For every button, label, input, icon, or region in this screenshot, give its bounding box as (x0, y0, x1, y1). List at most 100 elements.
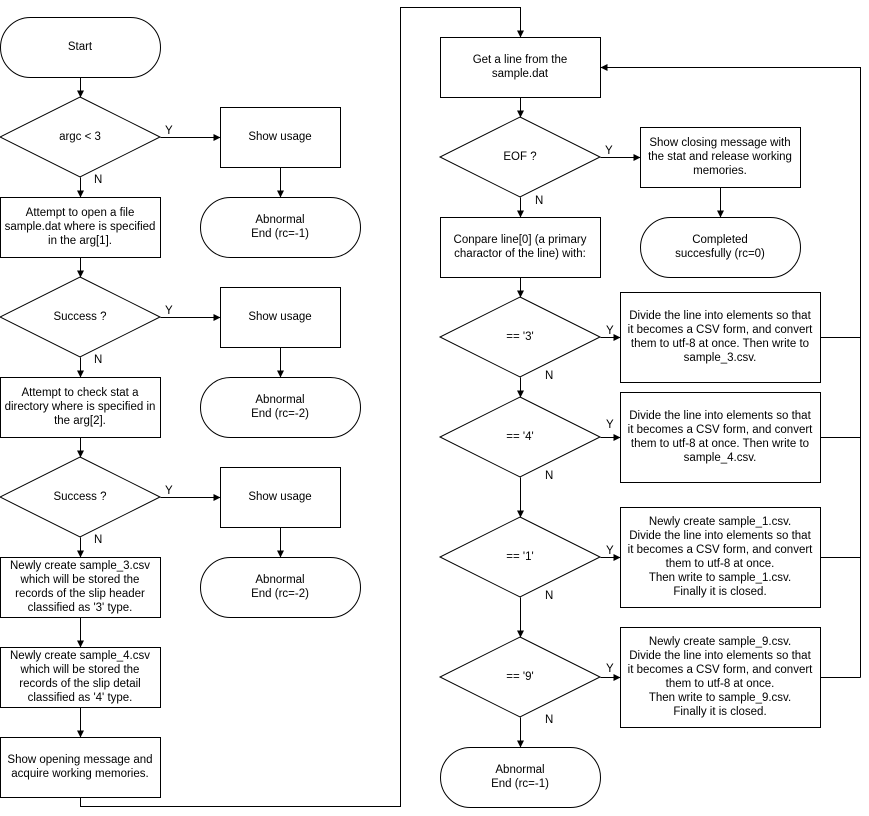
opening-to-getline (80, 7, 524, 807)
start-terminal-shape (0, 17, 161, 78)
decision-argc: argc < 3 (0, 96, 162, 178)
decision-eof: EOF ? (438, 116, 602, 198)
get-line-process-text: Get a line from the (473, 54, 568, 66)
show-usage-box-2-text: Show usage (248, 311, 311, 323)
abnormal-end-terminal-2-text: End (rc=-2) (251, 408, 309, 420)
abnormal-end-terminal-1-text: Abnormal (255, 214, 304, 226)
opening-message-process-text: acquire working memories. (11, 768, 148, 780)
write-sample9-process-shape (620, 627, 821, 728)
no-label-11: N (545, 470, 553, 482)
write-sample4-process-text: Divide the line into elements so that (629, 410, 811, 422)
write-sample1-process-text: it becomes a CSV form, and convert (628, 544, 814, 556)
create-sample4-process-shape (0, 647, 161, 708)
no-label-5: N (94, 534, 102, 546)
abnormal-end-terminal-4-text: End (rc=-1) (491, 778, 549, 790)
write-sample1-process-shape (620, 507, 821, 608)
decision-success-2-text: Success ? (53, 491, 106, 503)
abnormal-end-terminal-4-shape (440, 747, 601, 808)
create-sample3-process-text: classified as '3' type. (28, 602, 133, 614)
create-sample3-process-text: which will be stored the (20, 574, 140, 586)
yes-label-4: Y (165, 485, 173, 497)
get-line-process-text: sample.dat (492, 68, 549, 80)
write-sample1-process-text: them to utf-8 at once. (666, 558, 775, 570)
no-label-13: N (545, 590, 553, 602)
write-sample9-process-text: Finally it is closed. (673, 706, 766, 718)
abnormal-end-terminal-3-text: End (rc=-2) (251, 588, 309, 600)
show-usage-box-3-shape (220, 467, 341, 528)
write-sample9-process-text: Newly create sample_9.csv. (649, 636, 791, 648)
open-file-process-text: sample.dat where is specified (5, 221, 156, 233)
abnormal-end-terminal-3-shape (200, 557, 361, 618)
decision-success-1-shape (0, 276, 162, 358)
show-usage-box-2-shape (220, 287, 341, 348)
abnormal-end-terminal-1-shape (200, 197, 361, 258)
create-sample3-process-text: records of the slip header (15, 588, 145, 600)
write-sample3-process-text: Divide the line into elements so that (629, 310, 811, 322)
completed-terminal-shape (640, 217, 801, 278)
write-sample9-process-text: Divide the line into elements so that (629, 650, 811, 662)
yes-label-12: Y (606, 545, 614, 557)
open-file-process-text: in the arg[1]. (48, 235, 112, 247)
check-directory-process-shape (0, 377, 161, 438)
create-sample3-process-text: Newly create sample_3.csv (10, 560, 150, 572)
decision-eq-3-text: == '3' (506, 331, 533, 343)
no-label-1: N (94, 174, 102, 186)
decision-eq-3-shape (438, 296, 602, 378)
yes-label-10: Y (606, 419, 614, 431)
yes-label-0: Y (165, 125, 173, 137)
open-file-process-shape (0, 197, 161, 258)
closing-message-process-shape (640, 127, 801, 188)
decision-eq-9-text: == '9' (506, 671, 533, 683)
decision-eq-4: == '4' (438, 396, 602, 478)
abnormal-end-terminal-3-text: Abnormal (255, 574, 304, 586)
yes-label-6: Y (605, 145, 613, 157)
closing-message-process-text: the stat and release working (648, 151, 792, 163)
decision-success-2-shape (0, 456, 162, 538)
decision-eq-1-shape (438, 516, 602, 598)
show-usage-box-2: Show usage (220, 287, 341, 348)
decision-eq-3: == '3' (438, 296, 602, 378)
write-sample1-process-text: Newly create sample_1.csv. (649, 516, 791, 528)
write-sample3-process-shape (620, 292, 821, 383)
write-sample4-process-text: it becomes a CSV form, and convert (628, 424, 814, 436)
abnormal-end-terminal-2-shape (200, 377, 361, 438)
open-file-process: Attempt to open a file sample.dat where i… (0, 197, 161, 258)
show-usage-box-3-text: Show usage (248, 491, 311, 503)
decision-success-1: Success ? (0, 276, 162, 358)
abnormal-end-terminal-1-text: End (rc=-1) (251, 228, 309, 240)
write-sample4-process: Divide the line into elements so that it … (620, 392, 821, 483)
write-sample1-process-text: Finally it is closed. (673, 586, 766, 598)
yes-label-8: Y (606, 325, 614, 337)
create-sample4-process-text: which will be stored the (20, 664, 140, 676)
write-sample3-process-text: them to utf-8 at once. Then write to (631, 338, 809, 350)
loop-return-to-getline (600, 64, 861, 678)
abnormal-end-terminal-2-text: Abnormal (255, 394, 304, 406)
write-sample3-process-text: sample_3.csv. (684, 352, 757, 364)
write-sample4-process-text: them to utf-8 at once. Then write to (631, 438, 809, 450)
decision-eq-4-text: == '4' (506, 431, 533, 443)
completed-terminal-text: succesfully (rc=0) (675, 248, 765, 260)
check-directory-process-text: directory where is specified in (5, 401, 156, 413)
start-terminal: Start (0, 17, 161, 78)
decision-eq-1-text: == '1' (506, 551, 533, 563)
write-sample1-process: Newly create sample_1.csv.Divide the lin… (620, 507, 821, 608)
yes-label-2: Y (165, 305, 173, 317)
opening-message-process-shape (0, 737, 161, 798)
check-directory-process-text: the arg[2]. (54, 415, 106, 427)
write-sample9-process: Newly create sample_9.csv. Divide the lin… (620, 627, 821, 728)
open-file-process-text: Attempt to open a file (26, 207, 135, 219)
write-sample9-process-text: them to utf-8 at once. (666, 678, 775, 690)
connector-lines (77, 7, 861, 807)
show-usage-box-3: Show usage (220, 467, 341, 528)
